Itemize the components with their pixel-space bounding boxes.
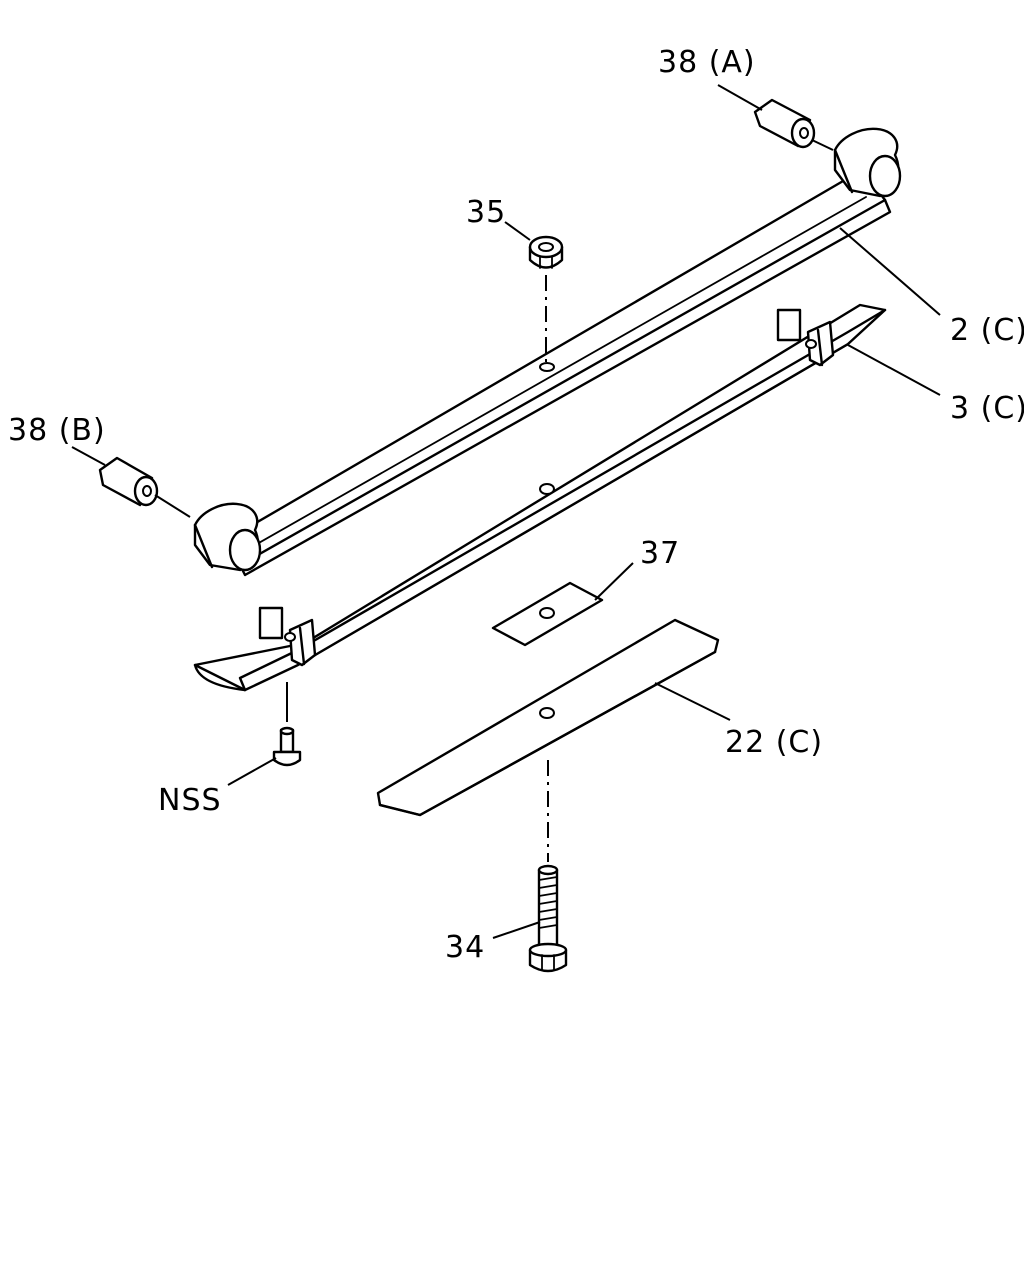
callout-nut: 35 xyxy=(466,195,506,230)
center-lines xyxy=(286,275,549,862)
callout-main-leaf: 2 (C) xyxy=(950,313,1024,348)
bushing-b-part xyxy=(98,456,159,507)
callout-center-bolt: 34 xyxy=(445,930,485,965)
bushing-a-part xyxy=(753,98,816,149)
callout-nss-rivet: NSS xyxy=(158,783,222,818)
callout-helper-leaf: 22 (C) xyxy=(725,725,823,760)
second-leaf-part xyxy=(193,303,887,692)
callout-second-leaf: 3 (C) xyxy=(950,391,1024,426)
helper-leaf-part xyxy=(376,618,720,817)
pad-part xyxy=(491,581,604,647)
main-leaf-part xyxy=(193,127,902,577)
nut-part xyxy=(528,235,564,269)
callout-pad: 37 xyxy=(640,536,680,571)
callout-labels: 38 (A) 35 2 (C) 3 (C) 38 (B) 37 22 (C) N… xyxy=(8,45,1024,965)
nss-rivet-part xyxy=(272,726,302,767)
callout-bushing-a: 38 (A) xyxy=(658,45,756,80)
callout-bushing-b: 38 (B) xyxy=(8,413,106,448)
leader-lines xyxy=(71,84,941,939)
center-bolt-part xyxy=(528,864,568,973)
